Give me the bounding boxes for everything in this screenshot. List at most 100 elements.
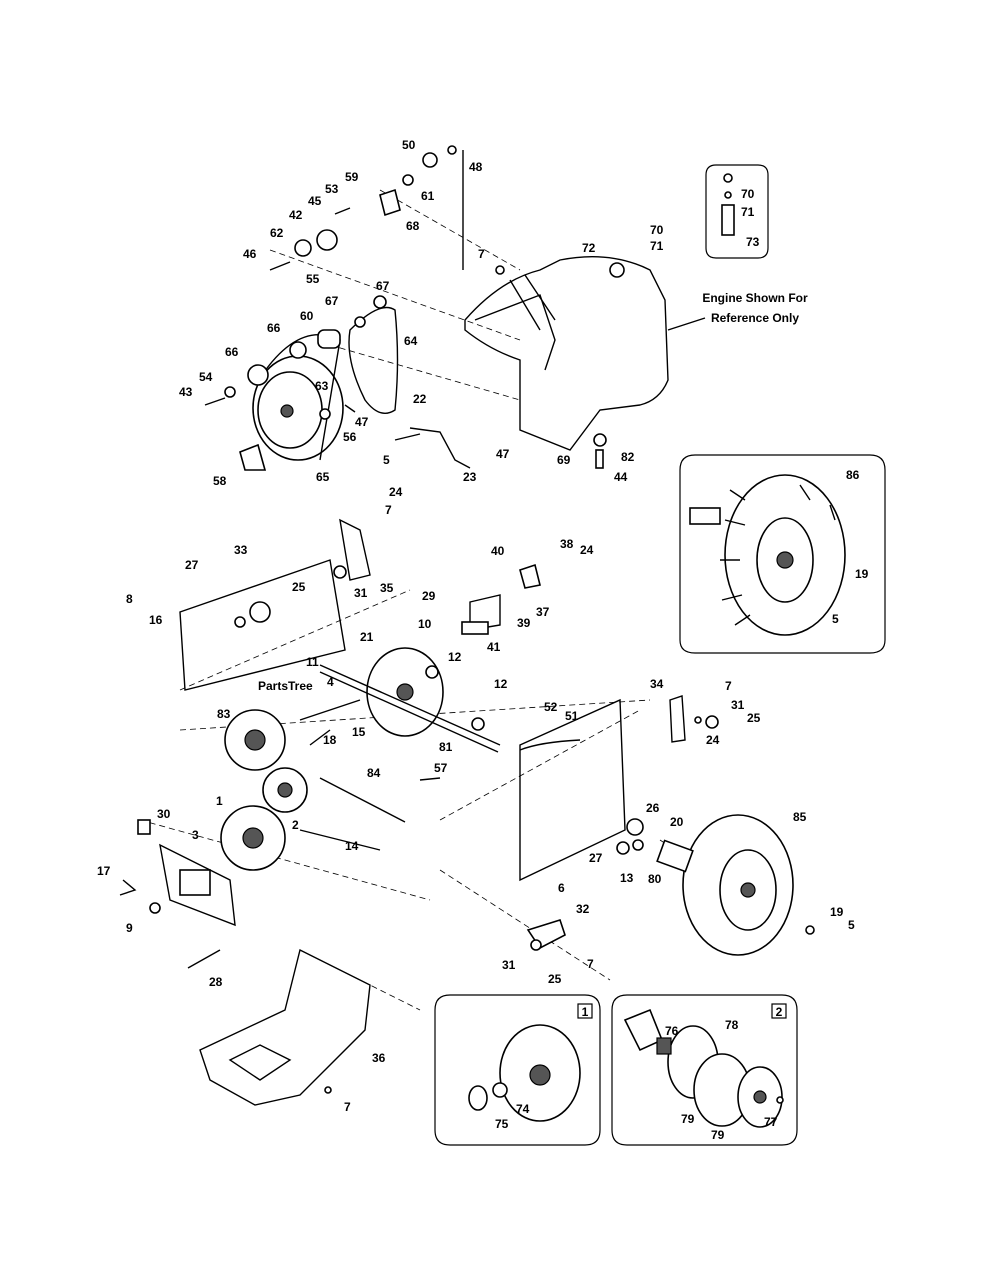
callout-label: 7 [344,1100,351,1114]
callout-label: 37 [536,605,550,619]
callout-label: 75 [495,1117,509,1131]
callout-label: 1 [216,794,223,808]
inset-number: 2 [776,1005,783,1019]
callout-label: 4 [327,675,334,689]
callout-label: 71 [650,239,664,253]
callout-label: 30 [157,807,171,821]
callout-label: 38 [560,537,574,551]
callout-label: 16 [149,613,163,627]
callout-label: 14 [345,839,359,853]
callout-label: 7 [385,503,392,517]
callout-label: 78 [725,1018,739,1032]
callout-label: 82 [621,450,635,464]
callout-label: 35 [380,581,394,595]
callout-label: 9 [126,921,133,935]
callout-label: 83 [217,707,231,721]
callout-label: 26 [646,801,660,815]
callout-label: 57 [434,761,448,775]
callout-label: 54 [199,370,213,384]
callout-label: 27 [589,851,603,865]
callout-label: 51 [565,709,579,723]
callout-label: 19 [830,905,844,919]
callout-label: 7 [587,957,594,971]
callout-label: 34 [650,677,664,691]
callout-label: 3 [192,828,199,842]
callout-label: 60 [300,309,314,323]
callout-label: 67 [325,294,339,308]
callout-label: 70 [650,223,664,237]
callout-label: 8 [126,592,133,606]
assembly-lines [139,150,691,1011]
callout-label: 70 [741,187,755,201]
callout-label: 25 [548,972,562,986]
callout-label: 77 [764,1115,778,1129]
callout-label: 53 [325,182,339,196]
callout-label: 36 [372,1051,386,1065]
callout-label: 31 [731,698,745,712]
callout-label: 19 [855,567,869,581]
callout-label: 31 [502,958,516,972]
callout-label: 59 [345,170,359,184]
callout-label: 66 [267,321,281,335]
callout-label: 41 [487,640,501,654]
callout-label: 80 [648,872,662,886]
callout-label: 84 [367,766,381,780]
callout-label: 5 [383,453,390,467]
callout-label: 5 [848,918,855,932]
callout-label: 65 [316,470,330,484]
callout-label: 74 [516,1102,530,1116]
callout-label: 33 [234,543,248,557]
callout-label: 17 [97,864,111,878]
callout-label: 15 [352,725,366,739]
callout-label: 63 [315,379,329,393]
callout-label: 24 [389,485,403,499]
callout-label: 13 [620,871,634,885]
callout-label: 76 [665,1024,679,1038]
callout-label: 25 [292,580,306,594]
frame-gear-assembly [119,518,719,1106]
callout-label: 22 [413,392,427,406]
callout-label: 6 [558,881,565,895]
callout-label: 79 [681,1112,695,1126]
callout-label: 43 [179,385,193,399]
partstree-watermark: PartsTree [258,679,313,693]
callout-label: 86 [846,468,860,482]
callout-label: 68 [406,219,420,233]
callout-label: 12 [448,650,462,664]
inset-tire-86 [679,454,886,654]
callout-label: 81 [439,740,453,754]
inset-bracket-70-71-73 [705,164,769,259]
callout-label: 21 [360,630,374,644]
callout-label: 24 [706,733,720,747]
callout-label: 25 [747,711,761,725]
callout-label: 85 [793,810,807,824]
callout-label: 71 [741,205,755,219]
callout-label: 2 [292,818,299,832]
callout-label: 58 [213,474,227,488]
callout-label: 18 [323,733,337,747]
inset-2-hub [611,994,798,1146]
callout-label: 50 [402,138,416,152]
pulley-belt-assembly [204,145,471,471]
callout-label: 72 [582,241,596,255]
callout-label: 31 [354,586,368,600]
callout-label: 55 [306,272,320,286]
callout-label: 69 [557,453,571,467]
callout-label: 44 [614,470,628,484]
callout-label: 39 [517,616,531,630]
callout-label: 67 [376,279,390,293]
callout-label: 5 [832,612,839,626]
inset-1-pulley [434,994,601,1146]
callout-label: 11 [306,655,319,669]
engine-outline [464,256,706,469]
callout-label: 48 [469,160,483,174]
callout-label: 27 [185,558,199,572]
callout-label: 12 [494,677,508,691]
callout-label: 24 [580,543,594,557]
callout-label: 47 [496,447,510,461]
callout-label: 10 [418,617,432,631]
callout-label: 62 [270,226,284,240]
callout-label: 40 [491,544,505,558]
callout-label: 61 [421,189,435,203]
